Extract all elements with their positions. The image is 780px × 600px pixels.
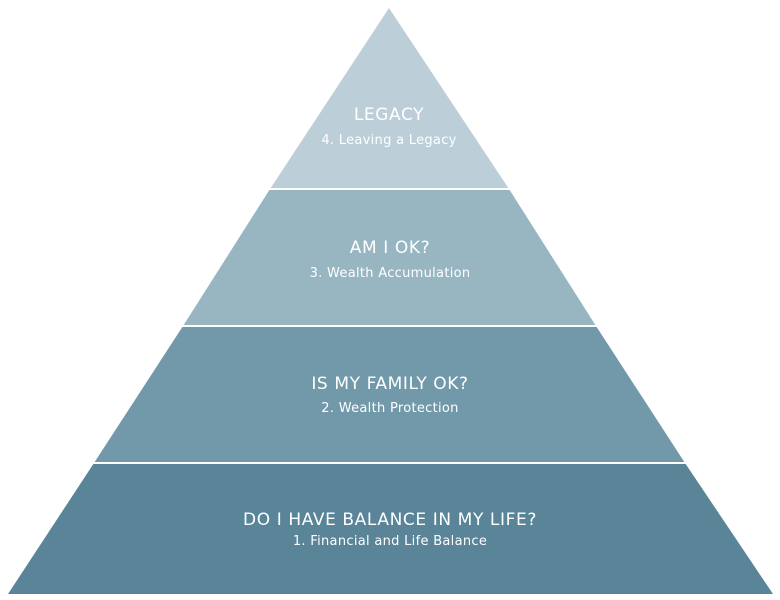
tier-shape-am-i-ok [183,189,596,326]
pyramid-tier-family-ok: IS MY FAMILY OK? 2. Wealth Protection [94,326,685,463]
pyramid-tier-balance: DO I HAVE BALANCE IN MY LIFE? 1. Financi… [8,463,773,594]
tier-subtitle-am-i-ok: 3. Wealth Accumulation [310,266,471,281]
tier-shape-balance [8,463,773,594]
tier-title-balance: DO I HAVE BALANCE IN MY LIFE? [243,510,537,530]
pyramid-tier-am-i-ok: AM I OK? 3. Wealth Accumulation [183,189,596,326]
tier-shape-family-ok [94,326,685,463]
pyramid-tier-legacy: LEGACY 4. Leaving a Legacy [270,8,509,189]
tier-title-legacy: LEGACY [354,105,424,125]
tier-subtitle-family-ok: 2. Wealth Protection [321,401,458,416]
tier-title-am-i-ok: AM I OK? [350,238,430,258]
tier-subtitle-balance: 1. Financial and Life Balance [293,534,487,549]
tier-subtitle-legacy: 4. Leaving a Legacy [321,133,456,148]
tier-title-family-ok: IS MY FAMILY OK? [311,374,468,394]
tier-shape-legacy [270,8,509,189]
